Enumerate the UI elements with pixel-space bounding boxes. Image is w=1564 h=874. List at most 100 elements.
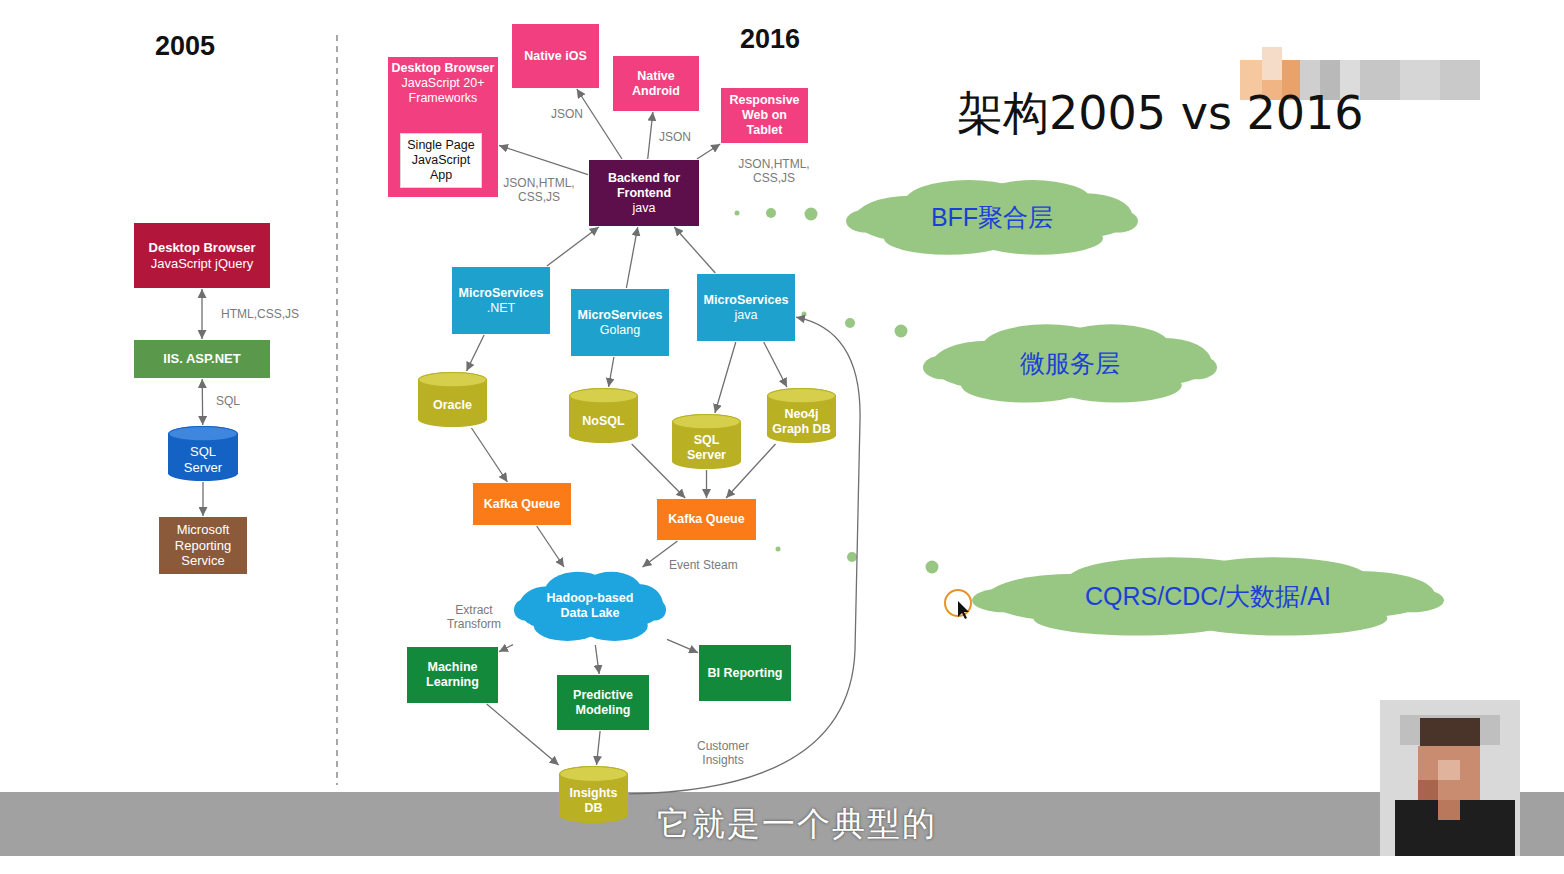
edge-label: Event Steam (667, 559, 740, 573)
node-title: MicroServices (574, 308, 666, 323)
mouse-pointer (958, 601, 969, 619)
connector (629, 317, 860, 794)
bubble-dot (776, 547, 781, 552)
service-box: Desktop BrowserJavaScript jQuery (134, 223, 270, 288)
node-body: java (700, 308, 792, 323)
bubble-dot (766, 208, 776, 218)
node-title: Desktop Browser (137, 240, 267, 256)
node-title: Native Android (616, 69, 696, 99)
connector (715, 342, 736, 413)
edge-label: JSON (657, 131, 693, 145)
service-box: MicroServices.NET (452, 267, 550, 334)
node-body: java (592, 201, 696, 216)
cloud-lobe (972, 588, 1038, 612)
connector (499, 145, 588, 174)
connector (487, 704, 559, 765)
bubble-dot (802, 312, 807, 317)
node-body: JavaScript jQuery (137, 256, 267, 272)
connector (626, 227, 637, 288)
blur-pixel (1420, 718, 1480, 746)
blur-pixel (1438, 800, 1460, 820)
node-title: Kafka Queue (476, 497, 568, 512)
connector (595, 645, 599, 674)
node-title: BI Reporting (702, 666, 788, 681)
blur-pixel (1418, 780, 1438, 800)
cloud-lobe (1378, 588, 1444, 612)
node-title: Desktop Browser (391, 61, 495, 76)
node-title: Single Page JavaScript App (404, 138, 478, 183)
node-body: Golang (574, 323, 666, 338)
connector (499, 645, 513, 652)
cloud-shape: 微服务层 (923, 320, 1217, 406)
connector (467, 335, 485, 371)
bubble-dot (845, 318, 855, 328)
cylinder-top (673, 415, 741, 429)
cylinder-body (418, 372, 487, 427)
cloud-lobe (1097, 210, 1138, 233)
cylinder-top (570, 389, 638, 403)
node-title: Oracle (421, 398, 484, 413)
node-title: MicroServices (455, 286, 547, 301)
connector (202, 482, 203, 516)
service-box: Backend for Frontendjava (589, 160, 699, 226)
blur-pixel (1438, 760, 1460, 780)
database-cylinder: Insights DB (559, 766, 628, 823)
year-heading: 2016 (740, 23, 800, 55)
node-title: Responsive Web on Tablet (724, 93, 805, 138)
blur-pixel (1400, 715, 1500, 745)
node-title: Microsoft Reporting Service (162, 522, 244, 569)
cylinder-body (672, 414, 741, 469)
caption-bar: 它就是一个典型的 (0, 792, 1564, 856)
edge-label: JSON,HTML, CSS,JS (735, 158, 813, 186)
subtitle-caption: 它就是一个典型的 (657, 804, 937, 844)
node-title: SQL Server (171, 444, 235, 475)
cloud-shape: Hadoop-based Data Lake (514, 568, 666, 644)
node-title: 微服务层 (943, 348, 1197, 378)
cloud-shape: CQRS/CDC/大数据/AI (972, 553, 1444, 639)
node-title: Native iOS (515, 49, 596, 64)
connector (674, 227, 715, 273)
bubble-dot (895, 325, 908, 338)
database-cylinder: Oracle (418, 372, 487, 427)
edge-label: JSON (549, 108, 585, 122)
blur-pixel (1395, 800, 1515, 856)
service-box: Desktop BrowserJavaScript 20+ Frameworks… (388, 57, 498, 197)
node-title: Predictive Modeling (560, 688, 646, 718)
connector (547, 227, 599, 266)
edge-label: HTML,CSS,JS (219, 308, 301, 322)
connector (202, 379, 204, 425)
connector (648, 112, 653, 159)
bubble-dot (805, 208, 818, 221)
edge-label: Extract Transform (438, 604, 510, 632)
connector (764, 342, 787, 387)
bubble-dot (926, 561, 939, 574)
blur-pixel (1262, 47, 1282, 80)
node-title: IIS. ASP.NET (137, 351, 267, 367)
node-title: BFF聚合层 (866, 202, 1118, 232)
pixelated-presenter (1380, 700, 1520, 856)
divider-line (336, 35, 338, 785)
service-box: Microsoft Reporting Service (159, 517, 247, 574)
node-title: SQL Server (675, 433, 738, 463)
node-title: NoSQL (572, 414, 635, 429)
slide-title: 架构2005 vs 2016 (957, 86, 1364, 141)
connector (697, 144, 720, 159)
cylinder-top (419, 373, 487, 387)
service-box: Kafka Queue (657, 499, 756, 540)
service-box: MicroServicesGolang (571, 289, 669, 356)
connector (537, 526, 564, 567)
node-title: Machine Learning (410, 660, 495, 690)
cloud-lobe (514, 599, 535, 620)
service-box: BI Reporting (699, 645, 791, 701)
blur-pixel (1440, 60, 1480, 100)
edge-label: JSON,HTML, CSS,JS (500, 177, 578, 205)
database-cylinder: SQL Server (168, 426, 238, 481)
cloud-lobe (923, 355, 964, 379)
cloud-lobe (645, 599, 666, 620)
connector (667, 639, 698, 652)
node-title: Backend for Frontend (592, 171, 696, 201)
connector (201, 289, 202, 339)
service-box: Kafka Queue (473, 483, 571, 525)
